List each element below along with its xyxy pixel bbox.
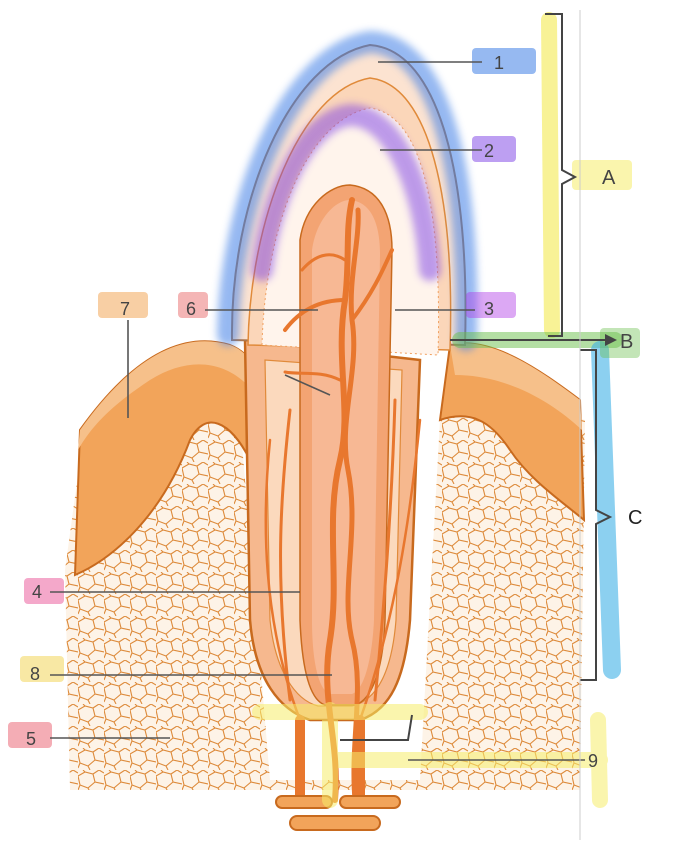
bracket-c: [580, 349, 613, 681]
label-6: 6: [186, 299, 196, 319]
arrow-b: [450, 334, 617, 346]
gum: [73, 340, 586, 577]
label-8: 8: [30, 664, 40, 684]
label-1: 1: [494, 53, 504, 73]
bone: [65, 360, 585, 790]
leader-lines: [50, 61, 585, 761]
label-9: 9: [588, 751, 598, 771]
region-c: C: [628, 507, 642, 529]
label-3: 3: [484, 299, 494, 319]
label-7: 7: [120, 299, 130, 319]
nerves: [264, 197, 422, 803]
brackets: [340, 13, 613, 741]
region-a: A: [602, 167, 616, 189]
region-b: B: [620, 331, 633, 353]
label-5: 5: [26, 729, 36, 749]
label-4: 4: [32, 582, 42, 602]
bracket-9: [340, 714, 413, 741]
label-2: 2: [484, 141, 494, 161]
bracket-a: [545, 13, 578, 337]
